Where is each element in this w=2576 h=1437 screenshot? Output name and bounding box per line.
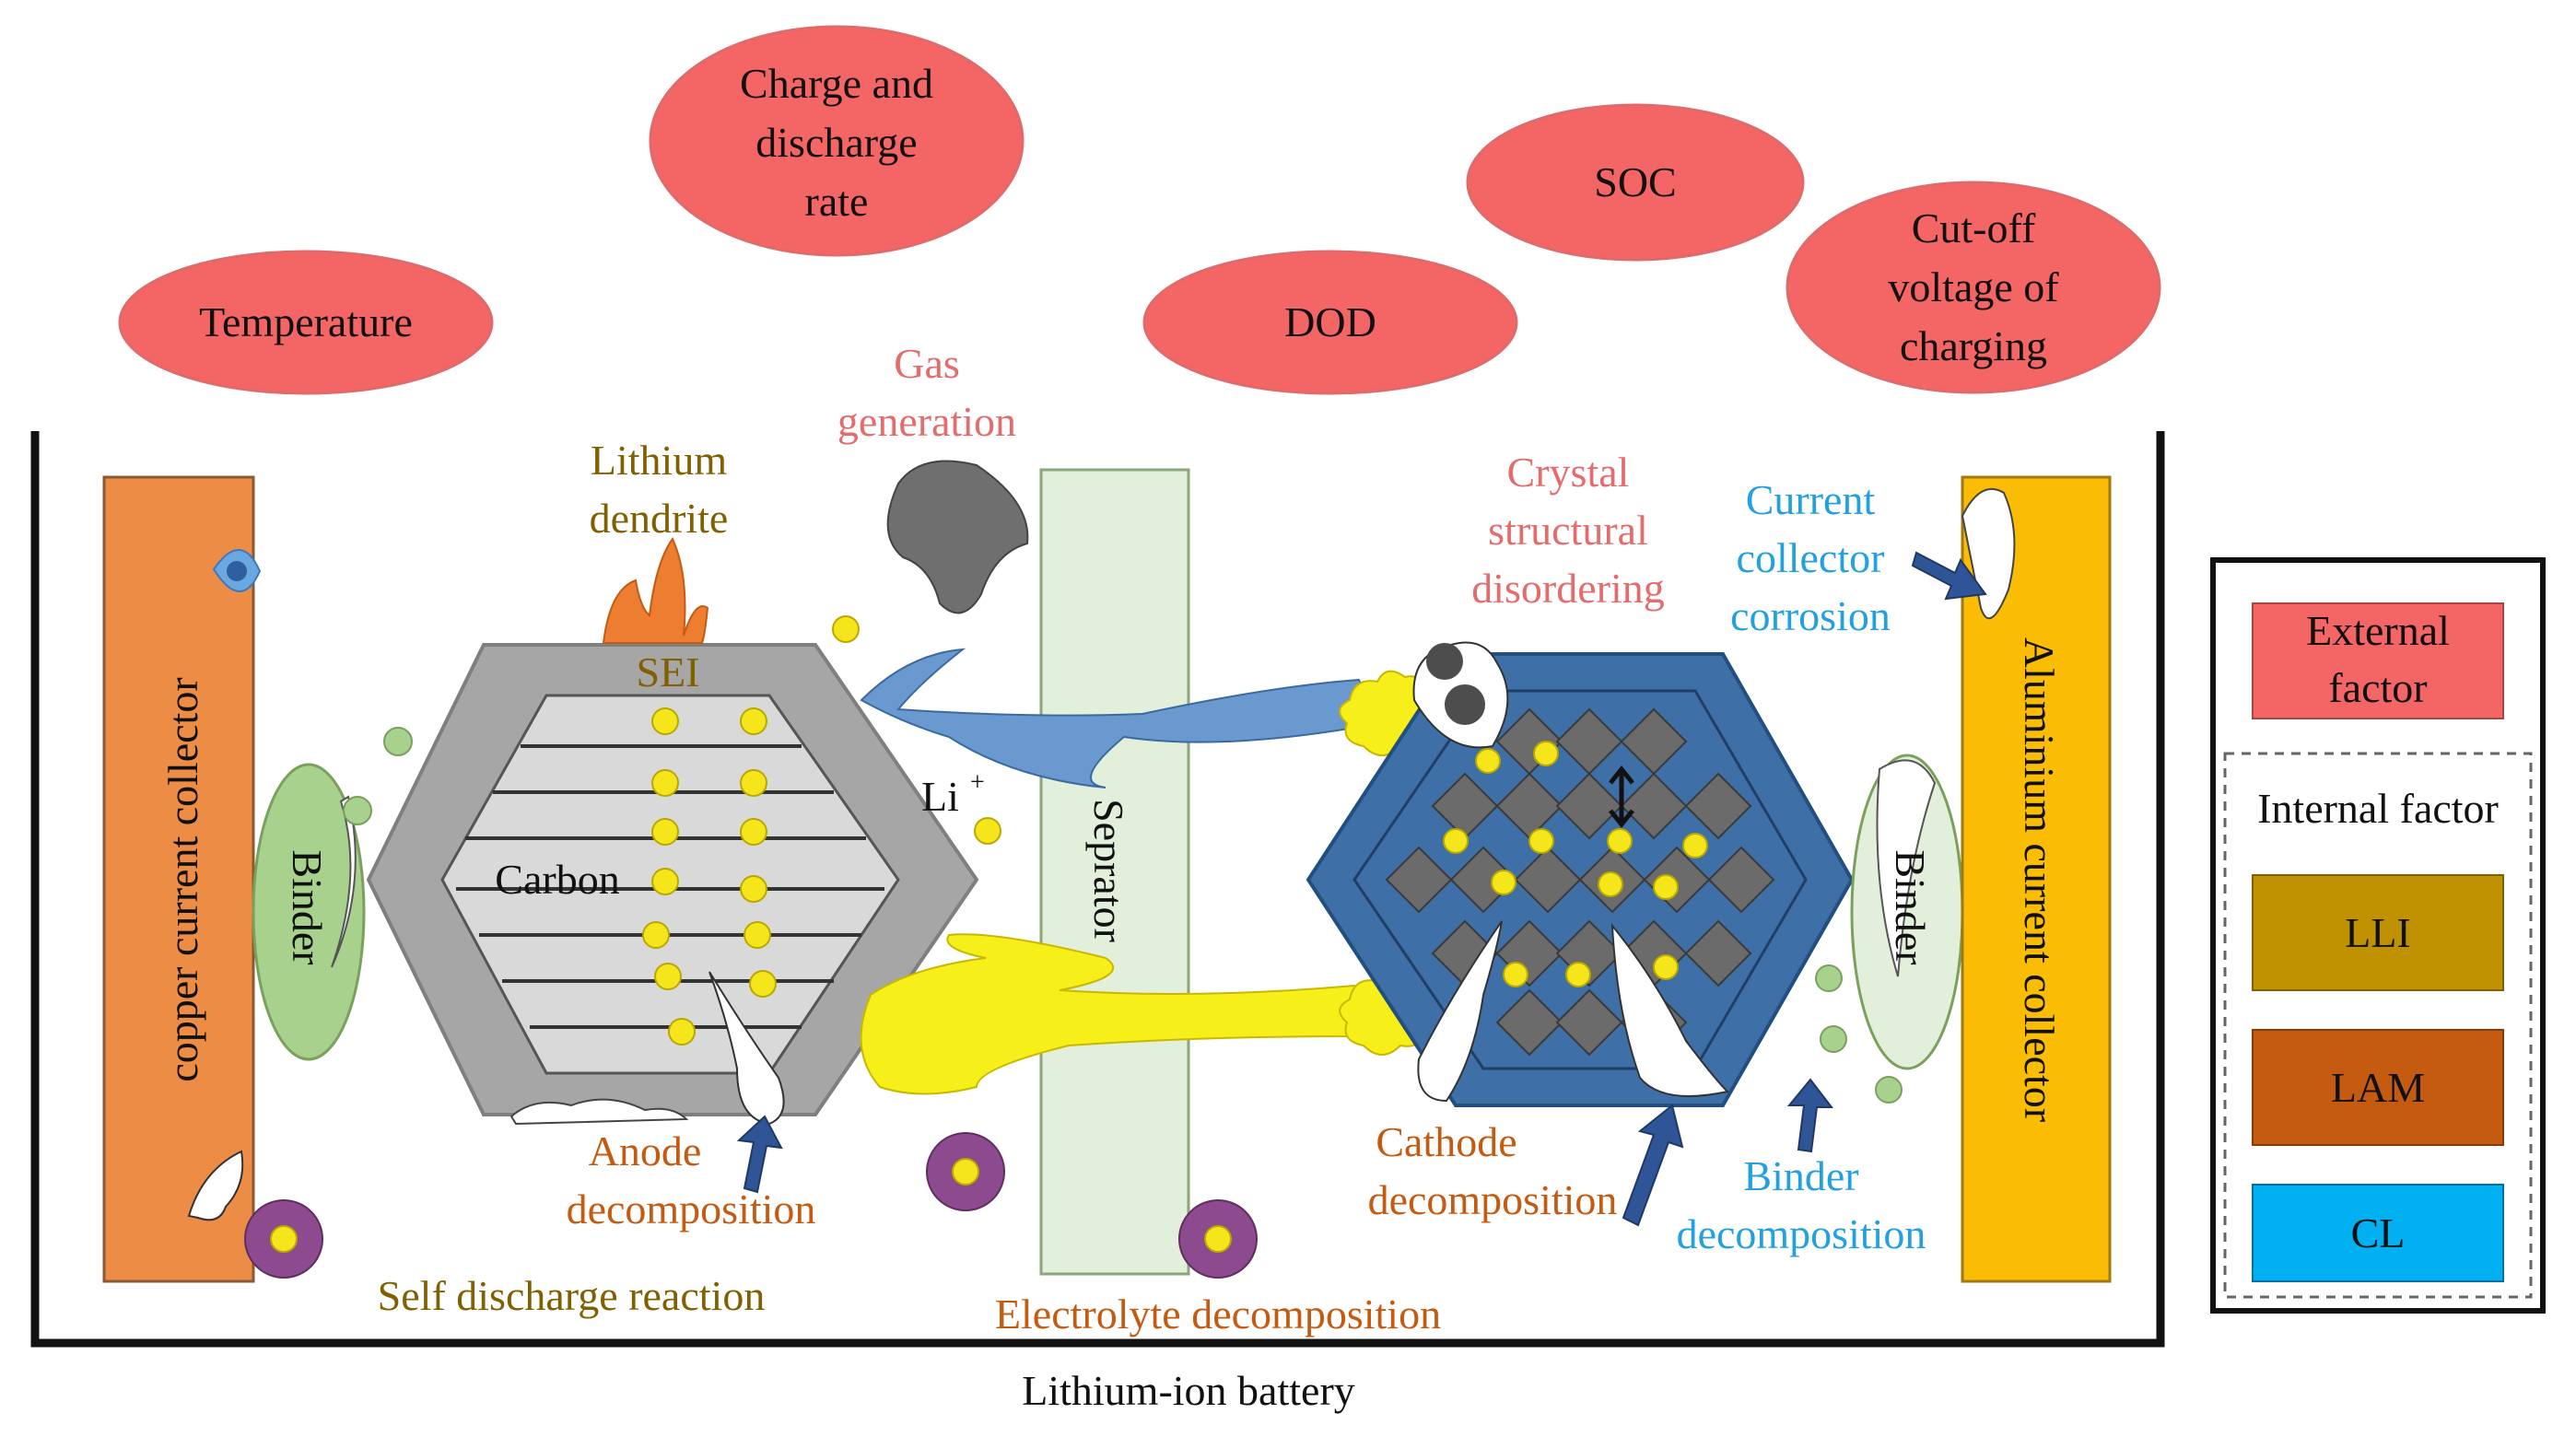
legend-swatch-cl	[2252, 1184, 2504, 1282]
legend-external-line-1: External	[2306, 607, 2450, 654]
legend-swatch-external	[2252, 602, 2504, 719]
crystal-line-2: structural	[1488, 507, 1648, 554]
binder-particle	[343, 796, 372, 825]
copper-corrosion-spot	[212, 549, 262, 592]
binder-particles-right	[1815, 964, 1903, 1104]
electrolyte-ring	[1178, 1199, 1258, 1279]
gas-bubble	[886, 460, 1029, 614]
lithium-dendrite-line-2: dendrite	[590, 495, 729, 542]
lithium-dendrite-line-1: Lithium	[591, 437, 727, 484]
cathode-lithium-ions	[1443, 741, 1708, 987]
anode-decomp-line-1: Anode	[589, 1127, 702, 1174]
external-factor-soc: SOC	[1466, 103, 1805, 262]
anode-lithium-ions	[642, 707, 777, 1046]
legend: External factor Internal factor LLI LAM …	[2210, 557, 2546, 1314]
cutoff-line-2: voltage of	[1888, 263, 2059, 310]
sei-label: SEI	[637, 648, 700, 695]
binder-left-label: Binder	[284, 849, 331, 964]
lattice-distortion-arrow	[1609, 765, 1634, 829]
charge-rate-line-3: rate	[805, 178, 869, 225]
dod-label: DOD	[1284, 298, 1376, 345]
binder-left: Binder	[252, 763, 366, 1061]
binder-particle	[383, 727, 413, 756]
separator-crack-yellow	[860, 933, 1364, 1095]
binder-decomp-line-2: decomposition	[1677, 1210, 1926, 1257]
cathode-crack-right	[1610, 923, 1730, 1097]
binder-right: Binder	[1850, 754, 1964, 1070]
legend-lli-label: LLI	[2345, 909, 2411, 956]
separator-label: Seprator	[1085, 799, 1132, 942]
self-discharge-ring	[244, 1199, 323, 1279]
corrosion-line-1: Current	[1746, 476, 1876, 523]
cutoff-line-1: Cut-off	[1912, 204, 2036, 251]
external-factor-cutoff-voltage: Cut-off voltage of charging	[1786, 181, 2161, 394]
external-factor-charge-rate: Charge and discharge rate	[649, 25, 1025, 257]
li-ion-superscript: +	[970, 768, 985, 797]
legend-external-line-2: factor	[2328, 664, 2427, 711]
aluminium-collector-label: Aluminium current collector	[2016, 637, 2063, 1122]
corrosion-arrow	[1911, 551, 1987, 601]
binder-decomp-arrow	[1786, 1078, 1834, 1153]
soc-label: SOC	[1594, 158, 1676, 205]
binder-right-label: Binder	[1887, 849, 1934, 964]
free-lithium-ion	[832, 615, 860, 643]
battery-casing	[30, 431, 2165, 1348]
electrolyte-decomp-label: Electrolyte decomposition	[995, 1291, 1441, 1338]
corrosion-line-3: corrosion	[1730, 592, 1891, 639]
binder-decomp-line-1: Binder	[1743, 1152, 1858, 1199]
corrosion-line-2: collector	[1737, 534, 1885, 581]
temperature-label: Temperature	[199, 298, 413, 345]
cathode	[1306, 652, 1855, 1107]
legend-cl-label: CL	[2351, 1209, 2406, 1256]
legend-internal-group	[2223, 752, 2533, 1299]
anode-decomp-arrow	[736, 1115, 783, 1194]
lithium-dendrite	[602, 537, 709, 644]
legend-internal-title: Internal factor	[2257, 785, 2499, 832]
legend-swatch-lli	[2252, 874, 2504, 991]
free-lithium-ion	[974, 817, 1001, 845]
legend-lam-label: LAM	[2331, 1064, 2425, 1111]
cutoff-line-3: charging	[1900, 322, 2047, 369]
self-discharge-label: Self discharge reaction	[378, 1272, 766, 1319]
cathode-decomp-line-1: Cathode	[1376, 1118, 1516, 1165]
cathode-decomp-line-2: decomposition	[1368, 1176, 1618, 1223]
cathode-crack-left	[1417, 920, 1503, 1103]
charge-rate-line-2: discharge	[755, 119, 917, 166]
battery-caption: Lithium-ion battery	[1022, 1367, 1355, 1414]
external-factor-dod: DOD	[1142, 250, 1518, 395]
collector-corrosion-spot	[1961, 488, 2016, 620]
separator: Seprator	[1039, 468, 1190, 1276]
external-factor-temperature: Temperature	[118, 250, 494, 395]
charge-rate-line-1: Charge and	[740, 60, 933, 107]
carbon-label: Carbon	[495, 856, 619, 903]
gas-generation-line-1: Gas	[894, 340, 960, 387]
anode-decomp-line-2: decomposition	[567, 1186, 816, 1233]
crystal-line-1: Crystal	[1507, 449, 1630, 496]
gas-generation-line-2: generation	[837, 398, 1016, 445]
electrolyte-ring	[926, 1132, 1005, 1211]
crystal-line-3: disordering	[1471, 565, 1665, 612]
disordered-atoms	[1412, 641, 1509, 749]
cathode-decomp-arrow	[1622, 1104, 1684, 1227]
copper-crack	[187, 1150, 244, 1221]
copper-current-collector: copper current collector	[102, 475, 255, 1283]
li-ion-label: Li	[921, 773, 959, 820]
legend-swatch-lam	[2252, 1029, 2504, 1146]
copper-collector-label: copper current collector	[159, 677, 206, 1081]
anode-debris	[509, 1098, 689, 1126]
